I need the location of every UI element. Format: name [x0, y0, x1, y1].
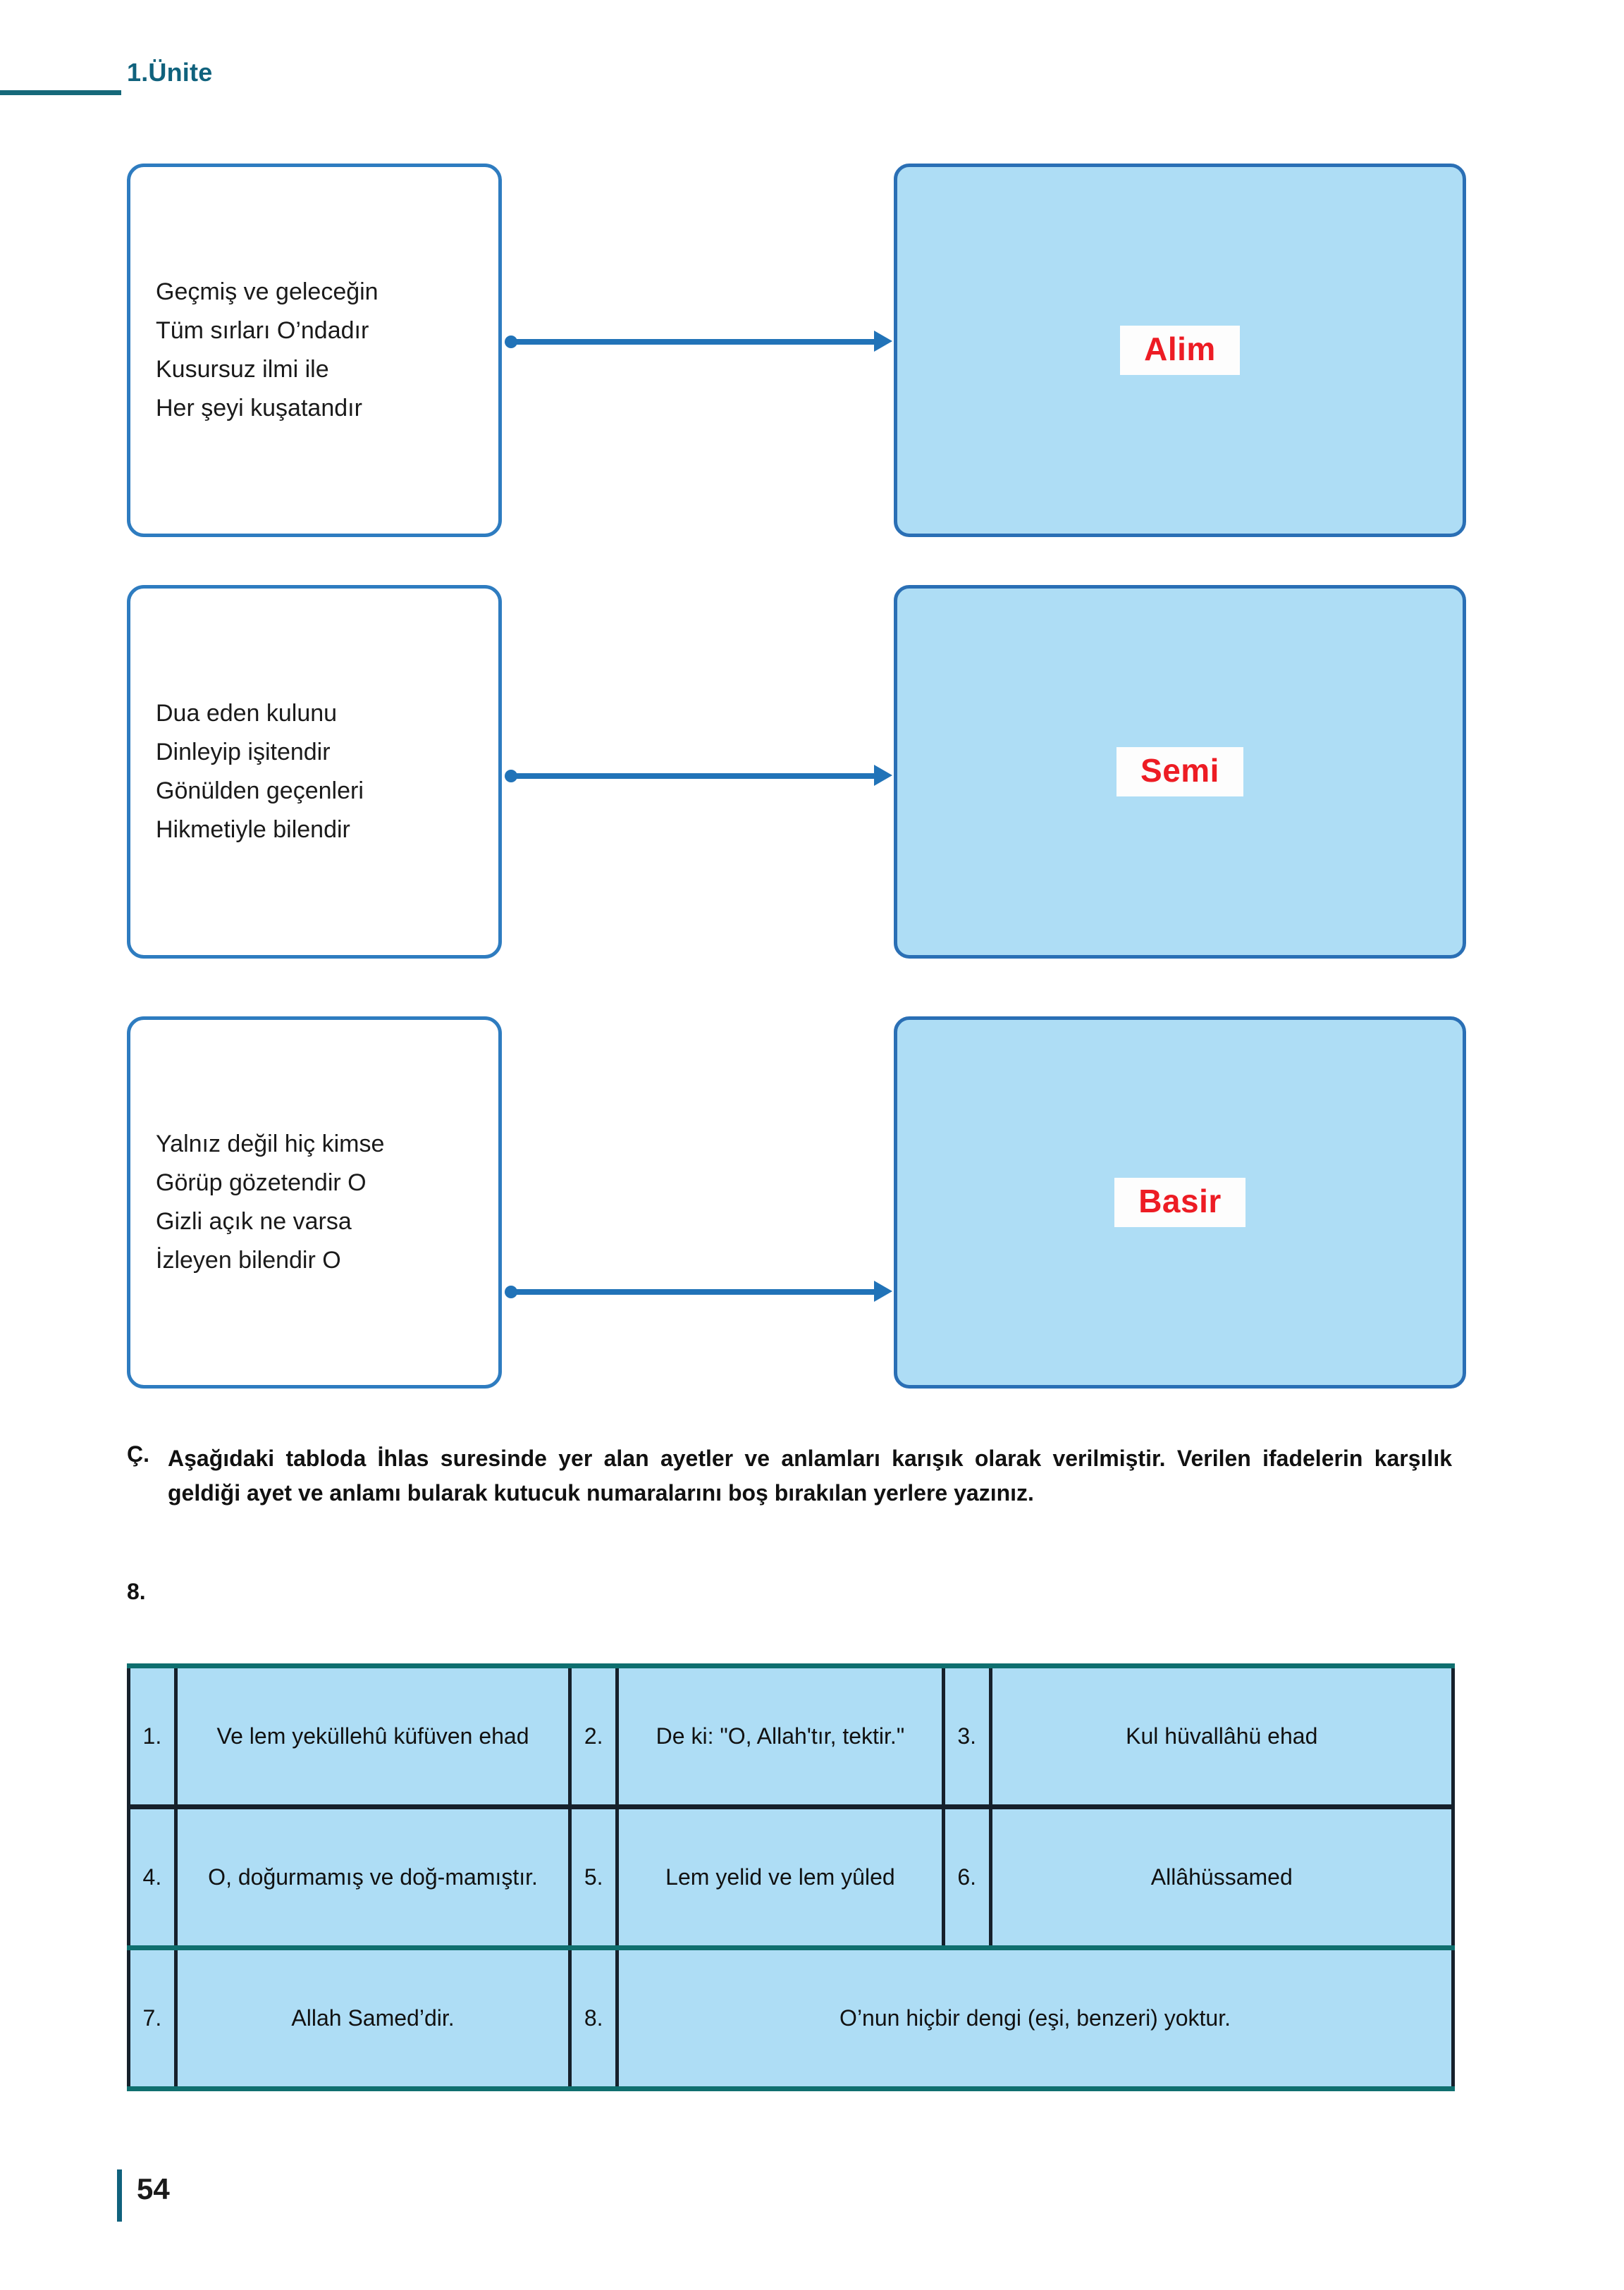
cell-text[interactable]: De ki: "O, Allah'tır, tektir."	[615, 1666, 945, 1809]
connector-arrow-3	[505, 1281, 892, 1302]
cell-text[interactable]: Kul hüvallâhü ehad	[988, 1666, 1456, 1809]
instruction-marker: Ç.	[127, 1441, 149, 1467]
arrow-head-icon	[874, 1281, 892, 1302]
cell-number[interactable]: 7.	[127, 1947, 178, 2089]
clue-line: Her şeyi kuşatandır	[156, 395, 362, 422]
cell-number[interactable]: 4.	[127, 1806, 178, 1950]
answer-box-2[interactable]: Semi	[894, 585, 1466, 959]
clue-line: Kusursuz ilmi ile	[156, 356, 329, 383]
cell-number[interactable]: 2.	[568, 1666, 620, 1809]
instruction-block: Ç. Aşağıdaki tabloda İhlas suresinde yer…	[127, 1441, 1452, 1510]
header-rule	[0, 90, 121, 95]
cell-number[interactable]: 1.	[127, 1666, 178, 1809]
question-number: 8.	[127, 1579, 146, 1604]
cell-number[interactable]: 5.	[568, 1806, 620, 1950]
clue-line: Hikmetiyle bilendir	[156, 816, 350, 844]
clue-box-2[interactable]: Dua eden kulunu Dinleyip işitendir Gönül…	[127, 585, 502, 959]
cell-text[interactable]: O, doğurmamış ve doğ-mamıştır.	[173, 1806, 572, 1950]
clue-line: Dinleyip işitendir	[156, 738, 331, 765]
match-row-2: Dua eden kulunu Dinleyip işitendir Gönül…	[0, 585, 1624, 959]
answer-label: Semi	[1116, 747, 1243, 796]
table-row: 4. O, doğurmamış ve doğ-mamıştır. 5. Lem…	[127, 1806, 1456, 1950]
cell-text[interactable]: Allah Samed’dir.	[173, 1947, 572, 2089]
page-number: 54	[137, 2172, 170, 2205]
connector-arrow-2	[505, 765, 892, 786]
clue-line: Yalnız değil hiç kimse	[156, 1130, 385, 1157]
clue-line: Gönülden geçenleri	[156, 777, 364, 804]
clue-line: Gizli açık ne varsa	[156, 1208, 352, 1235]
cell-number[interactable]: 3.	[941, 1666, 992, 1809]
cell-number[interactable]: 6.	[941, 1806, 992, 1950]
connector-line	[511, 773, 874, 779]
answer-label: Basir	[1114, 1178, 1245, 1227]
arrow-head-icon	[874, 331, 892, 352]
clue-line: Geçmiş ve geleceğin	[156, 278, 379, 305]
instruction-text: Aşağıdaki tabloda İhlas suresinde yer al…	[168, 1446, 1452, 1506]
cell-number[interactable]: 8.	[568, 1947, 620, 2089]
clue-line: Görüp gözetendir O	[156, 1169, 367, 1196]
cell-text[interactable]: Ve lem yeküllehû küfüven ehad	[173, 1666, 572, 1809]
cell-text[interactable]: Lem yelid ve lem yûled	[615, 1806, 945, 1950]
connector-line	[511, 1289, 874, 1295]
answer-label: Alim	[1120, 326, 1240, 375]
connector-line	[511, 339, 874, 345]
table-row: 7. Allah Samed’dir. 8. O’nun hiçbir deng…	[127, 1947, 1455, 2089]
page-title: 1.Ünite	[127, 58, 213, 87]
match-row-3: Yalnız değil hiç kimse Görüp gözetendir …	[0, 1016, 1624, 1389]
footer-rule	[117, 2169, 122, 2222]
arrow-head-icon	[874, 765, 892, 786]
clue-box-3[interactable]: Yalnız değil hiç kimse Görüp gözetendir …	[127, 1016, 502, 1389]
match-row-1: Geçmiş ve geleceğin Tüm sırları O’ndadır…	[0, 164, 1624, 537]
clue-box-1[interactable]: Geçmiş ve geleceğin Tüm sırları O’ndadır…	[127, 164, 502, 537]
cell-text[interactable]: O’nun hiçbir dengi (eşi, benzeri) yoktur…	[615, 1947, 1455, 2089]
ihlas-match-table: 1. Ve lem yeküllehû küfüven ehad 2. De k…	[127, 1663, 1456, 2091]
clue-line: Tüm sırları O’ndadır	[156, 316, 369, 344]
cell-text[interactable]: Allâhüssamed	[988, 1806, 1456, 1950]
answer-box-1[interactable]: Alim	[894, 164, 1466, 537]
answer-box-3[interactable]: Basir	[894, 1016, 1466, 1389]
connector-arrow-1	[505, 331, 892, 352]
clue-line: İzleyen bilendir O	[156, 1247, 341, 1274]
table-row: 1. Ve lem yeküllehû küfüven ehad 2. De k…	[127, 1666, 1456, 1809]
clue-line: Dua eden kulunu	[156, 699, 338, 727]
